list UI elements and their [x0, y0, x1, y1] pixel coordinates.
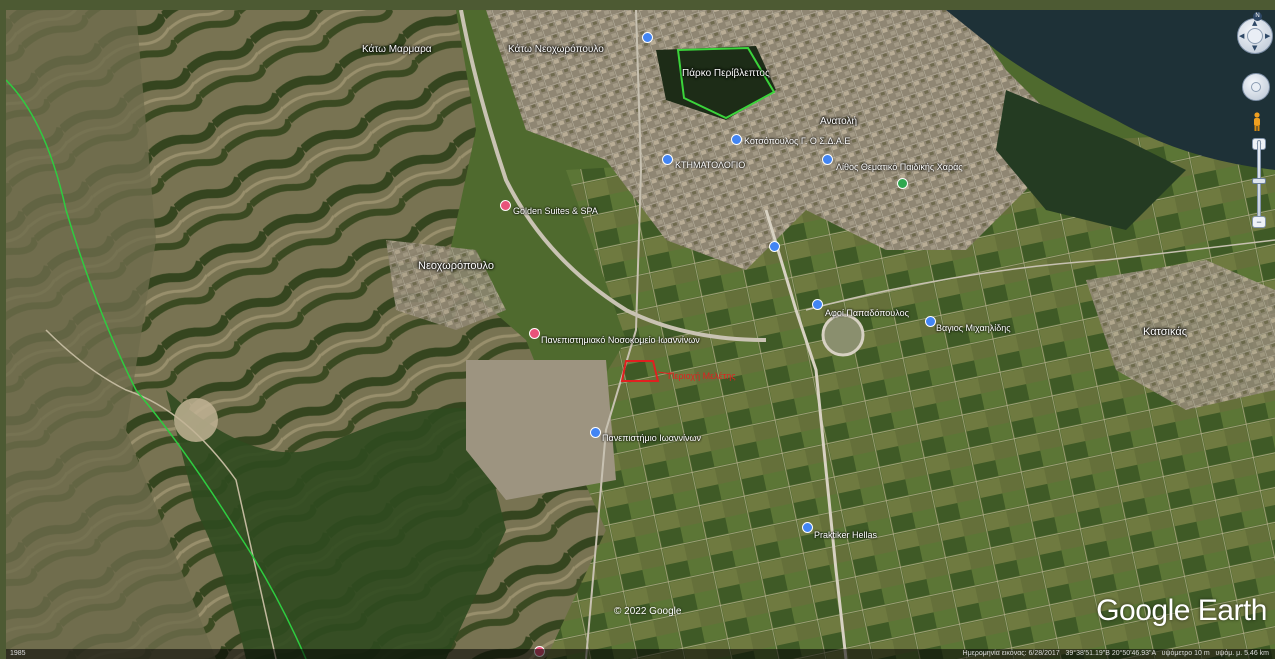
main-road-south: [764, 209, 848, 659]
quarry-site: [174, 398, 218, 442]
elevation-readout: υψόμετρο 10 m: [1161, 650, 1210, 657]
poi-label[interactable]: Πανεπιστημιακό Νοσοκομείο Ιωαννίνων: [541, 335, 700, 345]
poi-label[interactable]: ΚΤΗΜΑΤΟΛΟΓΙΟ: [675, 160, 746, 170]
poi-pin-icon[interactable]: [662, 154, 673, 165]
poi-pin-icon[interactable]: [529, 328, 540, 339]
poi-pin-icon[interactable]: [802, 522, 813, 533]
poi-pin-icon[interactable]: [812, 299, 823, 310]
poi-label[interactable]: Λίθος Θεματικό Παιδικής Χαράς: [836, 162, 963, 172]
zoom-slider-handle[interactable]: [1252, 178, 1266, 184]
poi-pin-icon[interactable]: [500, 200, 511, 211]
boundary-line: [6, 79, 307, 659]
park-boundary: [676, 46, 776, 120]
satellite-imagery[interactable]: [6, 10, 1275, 659]
status-readout: Ημερομηνία εικόνας: 6/28/2017 39°38'51.1…: [963, 649, 1269, 659]
poi-pin-icon[interactable]: [925, 316, 936, 327]
move-joystick[interactable]: [1242, 73, 1270, 101]
poi-label[interactable]: Αφοί Παπαδόπουλος: [825, 308, 909, 318]
highway-road: [459, 10, 767, 342]
town-ioannina: [486, 10, 1066, 270]
highlight-leader-line: [657, 371, 673, 375]
lake-pamvotida: [946, 10, 1275, 170]
poi-label[interactable]: Praktiker Hellas: [814, 530, 878, 540]
place-label[interactable]: Κάτω Μαρμαρα: [362, 44, 432, 55]
park-forest: [656, 46, 776, 120]
zoom-out-button[interactable]: −: [1252, 216, 1266, 228]
place-label[interactable]: Κάτω Νεοχωρόπουλο: [508, 44, 604, 55]
google-earth-logo: Google Earth: [1096, 594, 1267, 627]
street-view-pegman-icon[interactable]: [1252, 112, 1262, 132]
poi-pin-icon[interactable]: [731, 134, 742, 145]
poi-label[interactable]: Πανεπιστήμιο Ιωαννίνων: [602, 433, 701, 443]
highlight-parcel[interactable]: [620, 360, 660, 382]
town-katsikas: [1086, 260, 1275, 410]
arrow-down-icon[interactable]: ▼: [1252, 44, 1258, 52]
poi-pin-icon[interactable]: [897, 178, 908, 189]
stadium: [821, 313, 865, 357]
place-label[interactable]: Ανατολή: [820, 116, 858, 127]
poi-label[interactable]: Κοτσόπουλος Γ. Ο Σ.Δ.Α.Ε: [744, 136, 851, 146]
compass-north-icon[interactable]: N: [1253, 12, 1262, 21]
poi-pin-icon[interactable]: [642, 32, 653, 43]
forest-belt: [166, 390, 506, 659]
place-label[interactable]: Νεοχωρόπουλο: [418, 260, 494, 272]
poi-pin-icon[interactable]: [590, 427, 601, 438]
coordinates-readout: 39°38'51.19"B 20°50'46.93"A: [1065, 650, 1156, 657]
poi-pin-icon[interactable]: [769, 241, 780, 252]
imagery-date: Ημερομηνία εικόνας: 6/28/2017: [962, 650, 1060, 657]
poi-label[interactable]: Golden Suites & SPA: [513, 206, 598, 216]
copyright-text: © 2022 Google: [614, 606, 682, 617]
arrow-right-icon[interactable]: ▶: [1265, 32, 1271, 40]
status-bar: 1985 Ημερομηνία εικόνας: 6/28/2017 39°38…: [6, 649, 1275, 659]
road-west: [585, 10, 643, 659]
poi-label[interactable]: Βαγιος Μιχαηλίδης: [936, 323, 1011, 333]
historical-year[interactable]: 1985: [10, 650, 26, 657]
arrow-left-icon[interactable]: ◀: [1239, 32, 1245, 40]
place-label[interactable]: Πάρκο Περίβλεπτος: [682, 68, 770, 79]
look-joystick[interactable]: ▲ ▼ ◀ ▶: [1237, 18, 1273, 54]
road-east: [805, 239, 1275, 311]
arrow-up-icon[interactable]: ▲: [1252, 19, 1258, 27]
university-campus: [466, 360, 616, 500]
place-label[interactable]: Κατσικάς: [1143, 326, 1188, 338]
poi-pin-icon[interactable]: [822, 154, 833, 165]
wetland-strips: [996, 90, 1186, 230]
town-neochoropoulo: [386, 240, 506, 330]
highlight-annotation[interactable]: Περιοχή Μελέτης: [668, 371, 736, 381]
eye-altitude-readout: υψόμ. μ. 5.46 km: [1215, 650, 1269, 657]
look-center-icon[interactable]: [1247, 28, 1263, 44]
move-center-icon[interactable]: [1251, 82, 1261, 92]
